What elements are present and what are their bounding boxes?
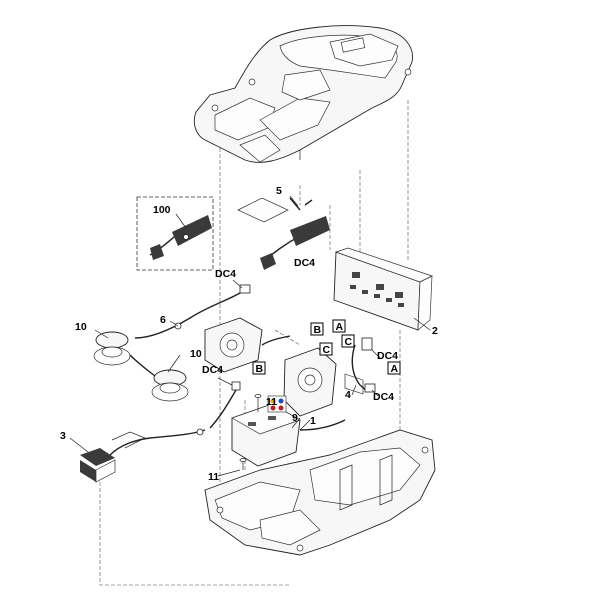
leader-lines [69,195,431,477]
box-b-lower: B [256,363,264,375]
part-3-clip [80,381,241,483]
callout-6: 6 [160,314,166,326]
callout-3: 3 [60,430,66,442]
part-4-cable [351,337,376,393]
callout-11-upper: 11 [266,396,277,408]
dc4-labels: DC4 DC4 DC4 DC4 DC4 [202,257,398,403]
part-10-covers [93,331,189,402]
box-a-upper: A [336,321,344,333]
callout-10-lower: 10 [190,348,202,360]
box-b-upper: B [314,324,322,336]
lower-chassis [204,429,436,556]
callout-9: 9 [292,412,298,424]
dc4-label-upper: DC4 [294,257,315,269]
control-panel-2 [333,247,433,395]
callout-10-upper: 10 [75,321,87,333]
callout-1: 1 [310,415,316,427]
callout-11-lower: 11 [208,471,219,483]
part-100-group [136,196,214,271]
screws-11 [239,394,262,470]
dc4-label-right-lower: DC4 [373,391,394,403]
callout-4: 4 [345,389,351,401]
callout-100: 100 [153,204,171,216]
callout-2: 2 [432,325,438,337]
callout-numbers: 100 5 6 10 10 2 4 3 11 9 1 11 [60,185,438,483]
top-cover [193,25,413,163]
box-c-right: C [345,336,353,348]
part-5-harness [237,197,330,270]
box-c-left: C [323,344,331,356]
dc4-label-middle: DC4 [202,364,223,376]
drive-units [204,317,337,417]
connector-letter-boxes: B A C C B A [252,319,401,375]
dc4-label-right-upper: DC4 [377,350,398,362]
callout-5: 5 [276,185,282,197]
warning-label-9 [267,395,287,413]
box-a-lower: A [391,363,399,375]
dc4-label-left: DC4 [215,268,236,280]
